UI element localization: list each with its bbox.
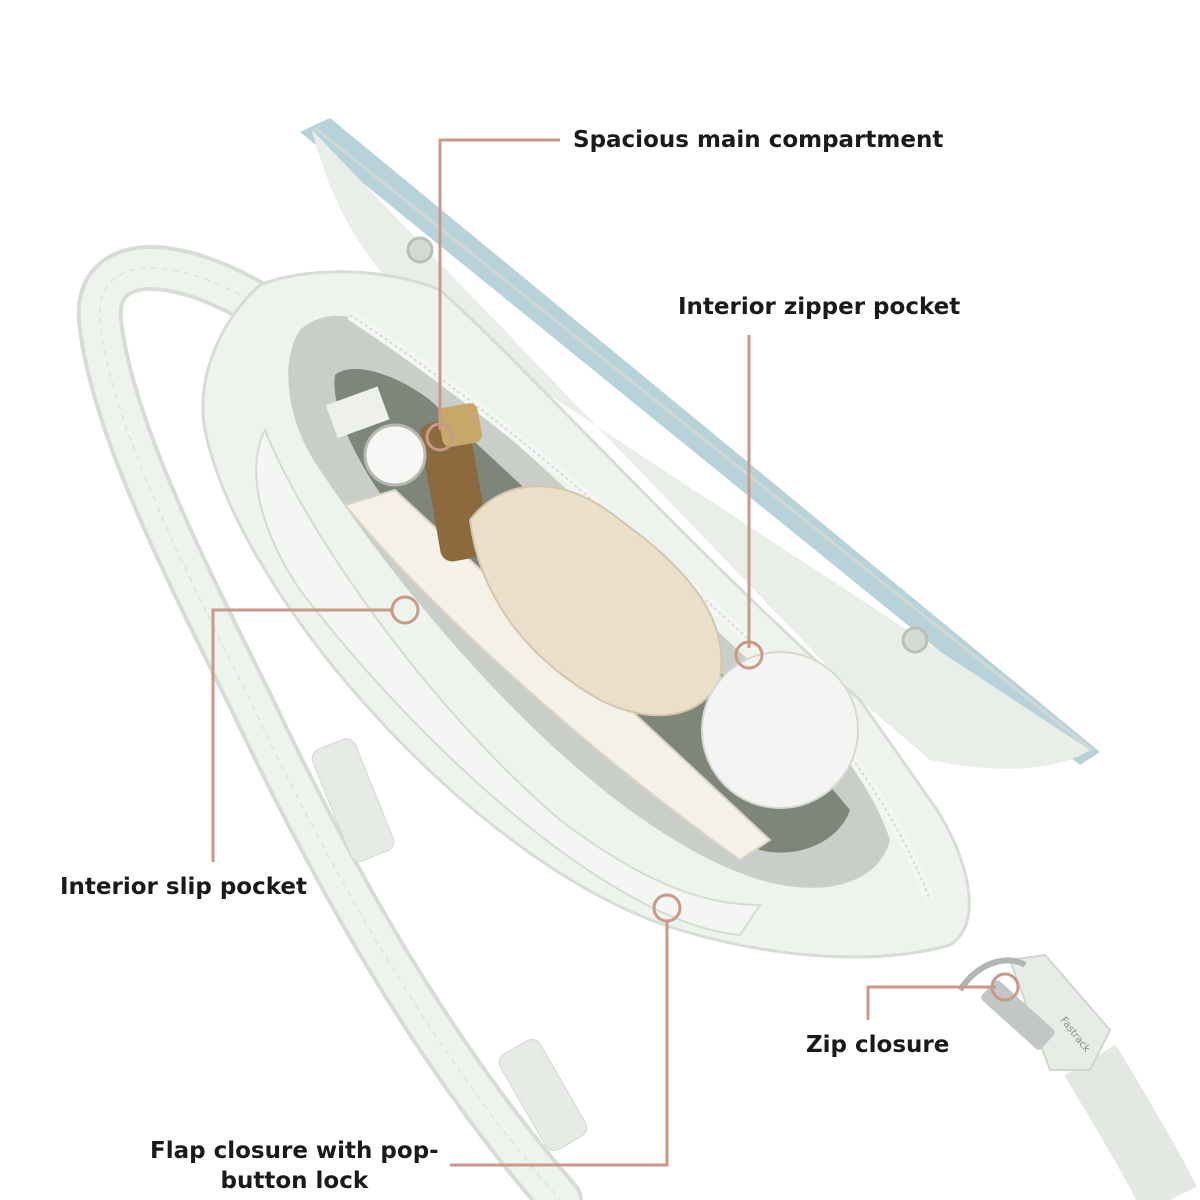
callout-line-zip-closure: [866, 985, 996, 1020]
callout-label-flap-closure-line1: Flap closure with pop-: [150, 1138, 439, 1164]
callout-label-interior-slip-pocket: Interior slip pocket: [60, 874, 308, 900]
zip-puller-icon: [957, 953, 1112, 1071]
callout-label-main-compartment: Spacious main compartment: [573, 127, 944, 153]
callout-markers: [390, 422, 1020, 1002]
callout-line-flap-closure: [450, 920, 669, 1167]
ring-marker-icon: [734, 640, 764, 670]
callout-label-zip-closure: Zip closure: [806, 1032, 950, 1058]
callout-line-main-compartment: [438, 138, 560, 430]
ring-marker-icon: [990, 972, 1020, 1002]
callout-label-flap-closure: Flap closure with pop- button lock: [150, 1136, 439, 1196]
bag-flap: [300, 118, 1100, 769]
callout-label-flap-closure-line2: button lock: [220, 1168, 369, 1194]
ring-marker-icon: [425, 422, 455, 452]
bag-contents: [325, 386, 859, 862]
ring-marker-icon: [652, 893, 682, 923]
callout-line-interior-slip-pocket: [211, 608, 393, 862]
callout-label-interior-zipper-pocket: Interior zipper pocket: [678, 294, 961, 320]
shoulder-strap: [76, 245, 1197, 1200]
ring-marker-icon: [390, 595, 420, 625]
callout-lines: [211, 138, 996, 1167]
